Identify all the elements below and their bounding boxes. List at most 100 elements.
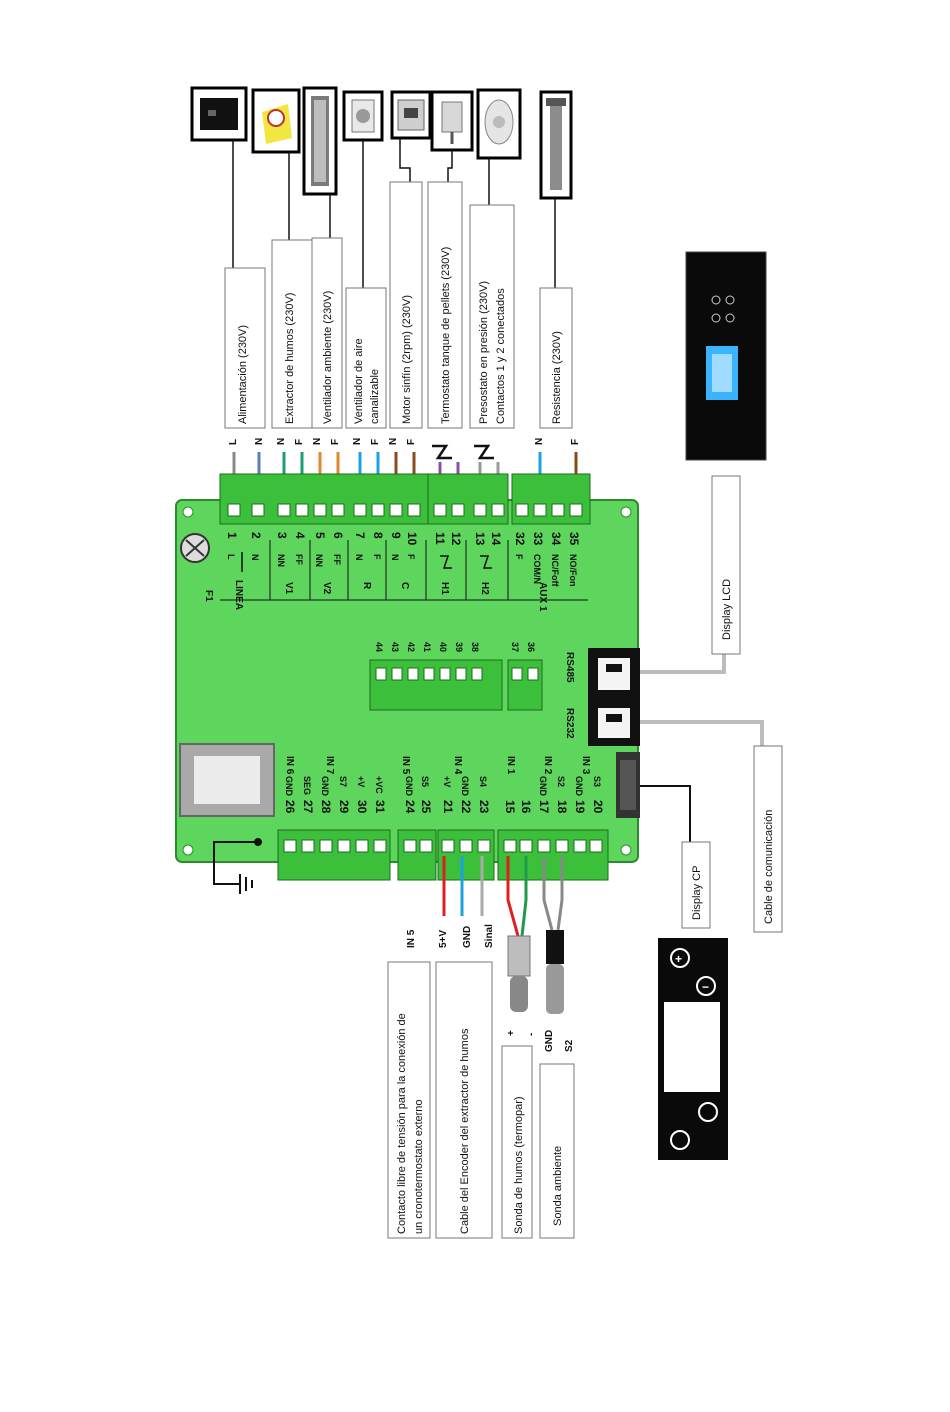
label-motor-sinfin: Motor sinfín (2rpm) (230V) bbox=[389, 181, 423, 429]
pin-signal: NN bbox=[276, 554, 286, 567]
pin-signal: L bbox=[226, 554, 236, 560]
input-pin-signals: GND SEG GND S7 +V +VC GND S5 +V GND S4 G… bbox=[284, 776, 602, 797]
pin-signal: N bbox=[250, 554, 260, 561]
pin-number: 4 bbox=[293, 532, 307, 539]
rs232-label: RS232 bbox=[564, 708, 575, 739]
pin-number: 44 bbox=[374, 642, 384, 652]
bottom-label: Contacto libre de tensión para la conexi… bbox=[396, 1013, 408, 1234]
pin-number: 18 bbox=[555, 800, 569, 814]
pin-signal: NO/Fon bbox=[568, 554, 578, 587]
lcd-display-icon bbox=[685, 251, 767, 461]
pin-number: 20 bbox=[591, 800, 605, 814]
wire-letter: F bbox=[406, 439, 417, 445]
device-label: Termostato tanque de pellets (230V) bbox=[440, 247, 452, 424]
device-label: Motor sinfín (2rpm) (230V) bbox=[401, 295, 413, 424]
cp-display-icon: + − bbox=[658, 938, 728, 1160]
pin-number: 14 bbox=[489, 532, 503, 546]
pin-number: 1 bbox=[225, 532, 239, 539]
input-group-labels: IN 6 IN 7 IN 5 IN 4 IN 1 IN 2 IN 3 bbox=[284, 756, 591, 775]
wire-letter: N bbox=[388, 438, 399, 445]
pin-number: 25 bbox=[419, 800, 433, 814]
encoder-title: IN 5 bbox=[406, 929, 417, 948]
pin-number: 3 bbox=[275, 532, 289, 539]
group-dividers bbox=[220, 540, 588, 601]
display-lcd-label: Display LCD bbox=[721, 579, 733, 640]
pin-number: 7 bbox=[353, 532, 367, 539]
ground-icon bbox=[213, 838, 262, 894]
pin-number: 41 bbox=[422, 642, 432, 652]
wire-letter: F bbox=[570, 439, 581, 445]
device-leader-lines bbox=[232, 138, 556, 288]
pin-signal: F bbox=[372, 554, 382, 560]
wire-letter: F bbox=[370, 439, 381, 445]
lcd-cable bbox=[640, 652, 726, 674]
transformer-icon bbox=[179, 743, 275, 817]
pin-signal: FF bbox=[294, 554, 304, 565]
device-label: Ventilador ambiente (230V) bbox=[322, 291, 334, 424]
pin-signal: COM/N bbox=[532, 554, 542, 584]
label-extractor: Extractor de humos (230V) bbox=[271, 239, 313, 429]
pin-number: 38 bbox=[470, 642, 480, 652]
group-label: R bbox=[361, 582, 372, 590]
pin-signal: GND bbox=[574, 776, 584, 797]
pin-number: 13 bbox=[473, 532, 487, 546]
pin-number: 24 bbox=[403, 800, 417, 814]
wire-letter: N bbox=[254, 438, 265, 445]
device-label: Ventilador de aire bbox=[353, 338, 365, 424]
bottom-label-boxes: Contacto libre de tensión para la conexi… bbox=[387, 961, 575, 1239]
pin-number: 42 bbox=[406, 642, 416, 652]
pin-number: 31 bbox=[373, 800, 387, 814]
pin-signal: GND bbox=[284, 776, 294, 797]
mid-pin-numbers: 44 43 42 41 40 39 38 37 36 bbox=[374, 642, 536, 652]
fuse-label: F1 bbox=[203, 590, 214, 602]
svg-text:+: + bbox=[675, 952, 682, 966]
rs485-label: RS485 bbox=[564, 652, 575, 683]
device-label: Alimentación (230V) bbox=[237, 325, 249, 424]
pin-number: 37 bbox=[510, 642, 520, 652]
bottom-wires bbox=[442, 856, 564, 937]
rs232-port[interactable] bbox=[588, 700, 640, 746]
label-presostato: Presostato en presión (230V) Contactos 1… bbox=[469, 204, 515, 429]
thermostat-icon bbox=[430, 90, 474, 152]
pin-number: 15 bbox=[503, 800, 517, 814]
input-label: IN 6 bbox=[284, 756, 295, 775]
group-labels: LINEA V1 V2 R C H1 H2 AUX 1 bbox=[233, 580, 548, 612]
display-cp-box bbox=[681, 841, 711, 929]
pin-signal: S4 bbox=[478, 776, 488, 787]
device-photos bbox=[190, 86, 573, 200]
pin-signal: S5 bbox=[420, 776, 430, 787]
board-contact-symbols bbox=[241, 552, 492, 572]
pin-number: 17 bbox=[537, 800, 551, 814]
comm-cable-box bbox=[753, 745, 783, 933]
wire-label: Sinal bbox=[484, 924, 495, 948]
wire-label: GND bbox=[462, 926, 473, 948]
rs485-port[interactable] bbox=[588, 648, 640, 700]
tangential-fan-icon bbox=[302, 86, 338, 196]
bottom-label-line2: un cronotermostato externo bbox=[413, 1099, 425, 1234]
bottom-label: Sonda de humos (termopar) bbox=[513, 1096, 525, 1234]
terminal-block-mid bbox=[369, 659, 543, 711]
minus-mark: - bbox=[526, 1033, 537, 1036]
wire-letter: F bbox=[330, 439, 341, 445]
device-label: Resistencia (230V) bbox=[551, 331, 563, 424]
pin-number: 16 bbox=[519, 800, 533, 814]
switch-symbols bbox=[432, 444, 494, 460]
pin-number: 40 bbox=[438, 642, 448, 652]
top-pin-numbers: 1 2 3 4 5 6 7 8 9 10 11 12 13 14 32 33 3… bbox=[225, 532, 581, 546]
pin-signal: GND bbox=[538, 776, 548, 797]
pin-number: 5 bbox=[313, 532, 327, 539]
pin-signal: F bbox=[406, 554, 416, 560]
input-label: IN 3 bbox=[580, 756, 591, 775]
power-plug-icon bbox=[190, 86, 248, 142]
pin-number: 34 bbox=[549, 532, 563, 546]
pin-number: 33 bbox=[531, 532, 545, 546]
pin-signal: +V bbox=[356, 776, 366, 787]
svg-text:−: − bbox=[702, 980, 709, 994]
pin-signal: SEG bbox=[302, 776, 312, 795]
pin-number: 28 bbox=[319, 800, 333, 814]
input-pin-numbers: 26 27 28 29 30 31 24 25 21 22 23 15 16 1… bbox=[283, 800, 605, 814]
label-ventilador-ambiente: Ventilador ambiente (230V) bbox=[311, 237, 343, 429]
pin-number: 39 bbox=[454, 642, 464, 652]
bottom-label: Cable del Encoder del extractor de humos bbox=[459, 1028, 471, 1234]
